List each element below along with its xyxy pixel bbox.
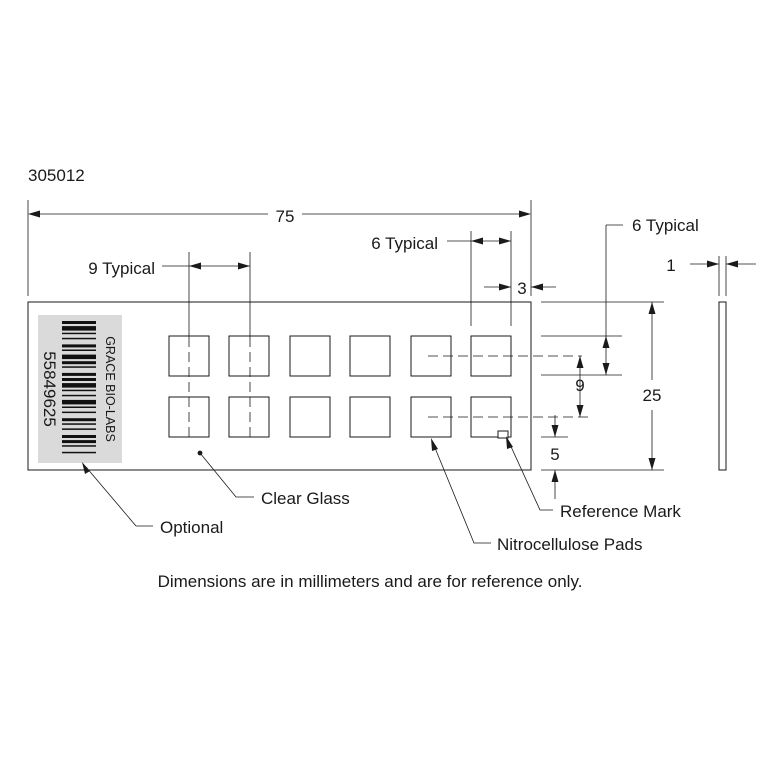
nitrocellulose-pad	[228, 396, 270, 438]
barcode-bar	[62, 445, 96, 447]
pad-grid	[168, 335, 512, 438]
barcode-bar	[62, 361, 96, 365]
dim-pad-size-horizontal: 6 Typical	[371, 231, 512, 326]
barcode-bar	[62, 451, 96, 454]
slide-side-view	[718, 301, 727, 471]
dim-bottom-offset: 5	[541, 415, 568, 499]
dim-pad-pitch: 9 Typical	[88, 252, 251, 337]
dim-thickness-value: 1	[666, 256, 675, 275]
barcode-bar	[62, 440, 96, 444]
label-serial: 55849625	[40, 351, 59, 427]
barcode-bar	[62, 326, 96, 331]
slide-outline	[27, 301, 532, 471]
dim-slide-width-value: 25	[643, 386, 662, 405]
barcode-bar	[62, 366, 96, 368]
barcode-bar	[62, 321, 96, 324]
barcode-bar	[62, 423, 96, 425]
dim-overall-length: 75	[27, 200, 532, 296]
nitrocellulose-pad	[228, 335, 270, 377]
dim-pad-size-vertical-label: 6 Typical	[632, 216, 699, 235]
nitrocellulose-pad	[349, 396, 391, 438]
dim-pad-pitch-label: 9 Typical	[88, 259, 155, 278]
label-company: GRACE BIO-LABS	[103, 336, 117, 442]
dim-bottom-offset-value: 5	[550, 445, 559, 464]
barcode-bar	[62, 399, 96, 405]
barcode-bar	[62, 418, 96, 422]
dim-edge-offset: 3	[484, 279, 556, 298]
callout-clear-glass: Clear Glass	[197, 450, 350, 508]
dim-row-pitch: 9	[575, 356, 585, 417]
callout-reference-mark: Reference Mark	[506, 436, 681, 521]
barcode-label: GRACE BIO-LABS 55849625	[38, 315, 122, 463]
barcode-bar	[62, 411, 96, 414]
barcode-bar	[62, 435, 96, 438]
dim-row-pitch-value: 9	[575, 376, 584, 395]
callout-optional: Optional	[82, 462, 223, 537]
barcode-bar	[62, 389, 96, 392]
callout-nitrocellulose-pads-label: Nitrocellulose Pads	[497, 535, 643, 554]
nitrocellulose-pad	[289, 335, 331, 377]
barcode-bar	[62, 332, 96, 335]
side-view: 1	[666, 256, 756, 471]
barcode	[62, 321, 96, 454]
barcode-bar	[62, 378, 96, 381]
reference-mark	[497, 430, 509, 439]
callout-clear-glass-label: Clear Glass	[261, 489, 350, 508]
callout-reference-mark-label: Reference Mark	[560, 502, 681, 521]
barcode-bar	[62, 344, 96, 348]
barcode-bar	[62, 428, 96, 430]
part-number: 305012	[28, 166, 85, 185]
dim-pad-size-horizontal-label: 6 Typical	[371, 234, 438, 253]
barcode-bar	[62, 354, 96, 360]
nitrocellulose-pad	[289, 396, 331, 438]
label-background	[38, 315, 122, 463]
barcode-bar	[62, 372, 96, 376]
callout-optional-label: Optional	[160, 518, 223, 537]
dimensions-note: Dimensions are in millimeters and are fo…	[158, 572, 583, 591]
barcode-bar	[62, 394, 96, 397]
barcode-bar	[62, 349, 96, 351]
barcode-bar	[62, 383, 96, 388]
nitrocellulose-pad	[349, 335, 391, 377]
callout-nitrocellulose-pads: Nitrocellulose Pads	[431, 438, 643, 554]
barcode-bar	[62, 406, 96, 408]
dim-slide-width: 25	[541, 301, 664, 471]
dim-overall-length-value: 75	[276, 207, 295, 226]
dim-edge-offset-value: 3	[517, 279, 526, 298]
dim-pad-size-vertical: 6 Typical	[541, 216, 699, 376]
barcode-bar	[62, 337, 96, 340]
